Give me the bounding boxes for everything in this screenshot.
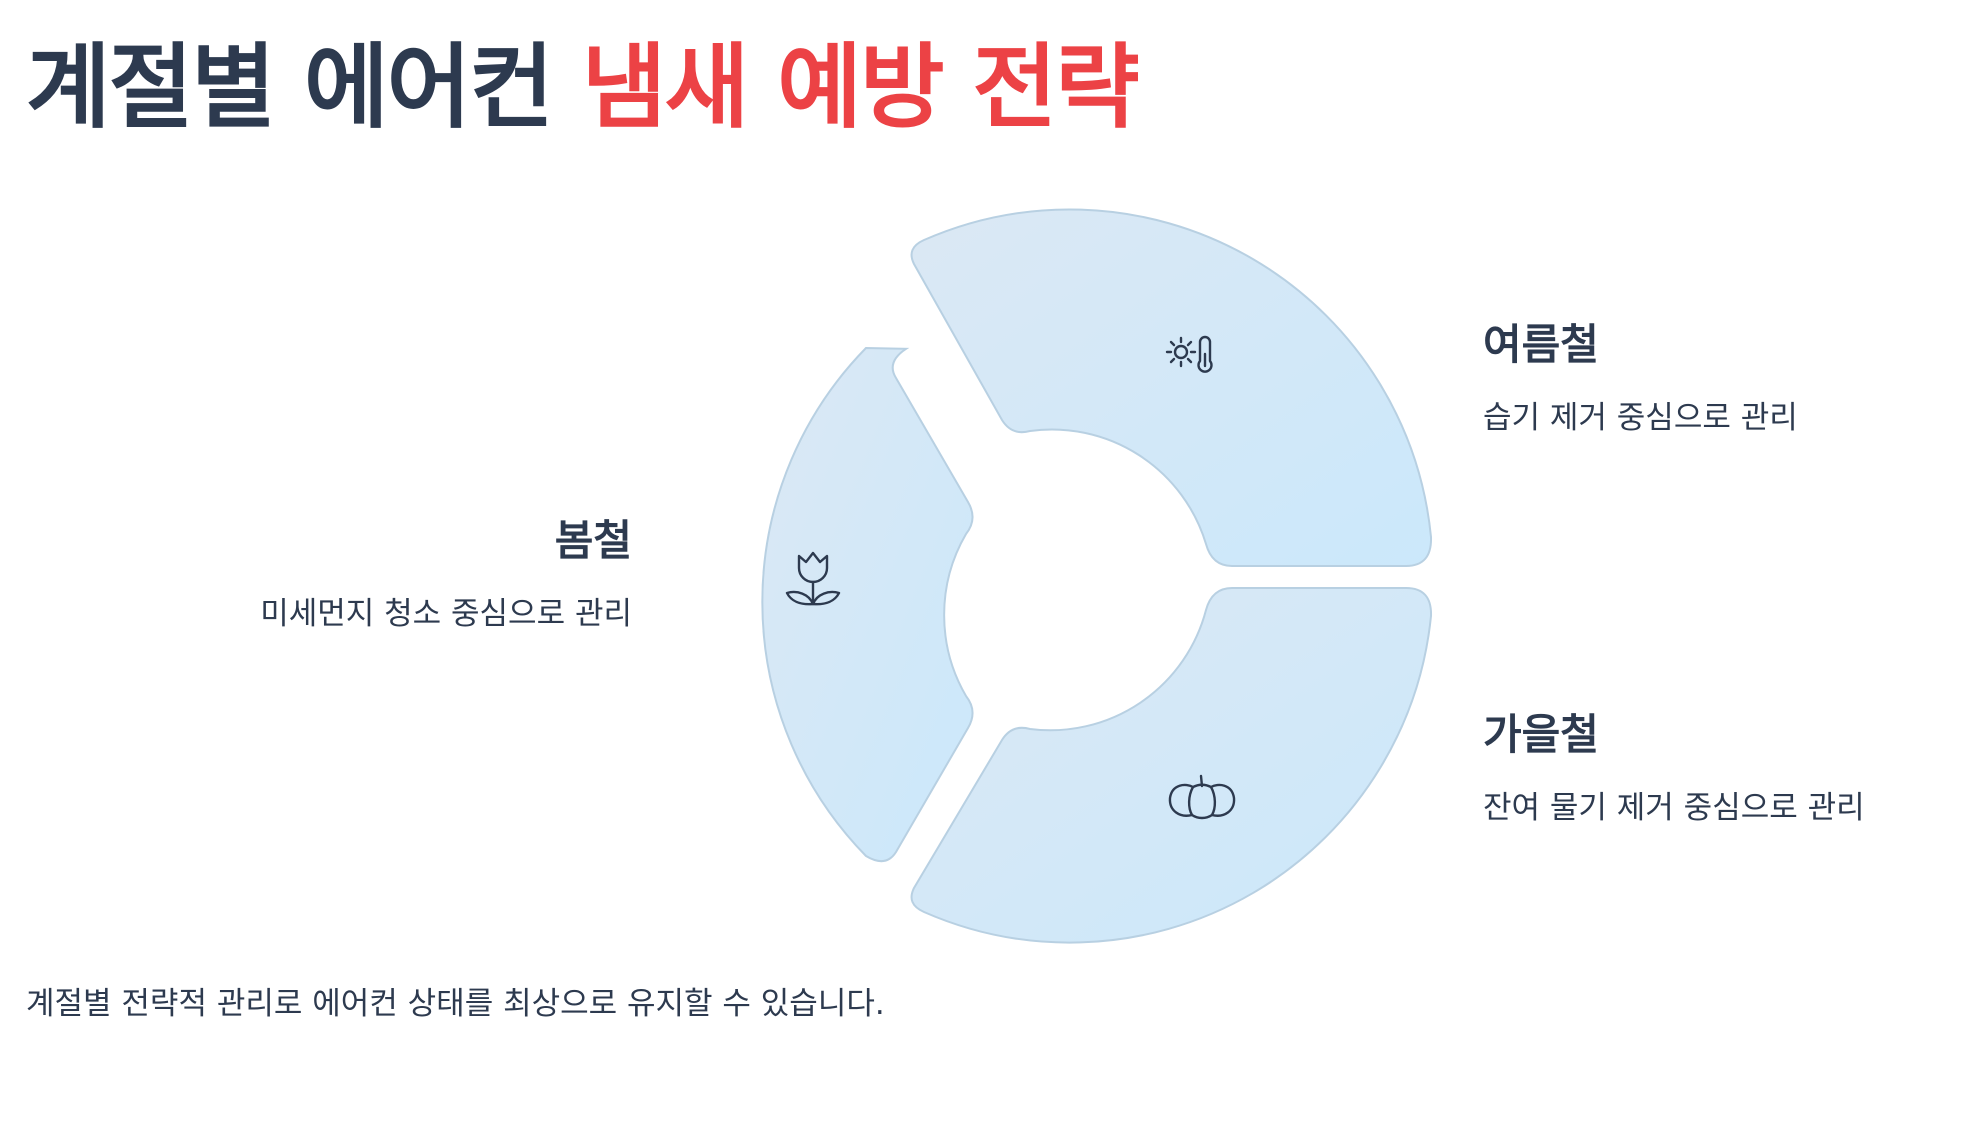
title-highlight: 냄새 예방 전략 bbox=[581, 34, 1140, 141]
season-desc-summer: 습기 제거 중심으로 관리 bbox=[1483, 400, 1798, 436]
pumpkin-icon bbox=[1168, 774, 1236, 820]
season-label-autumn: 가을철 bbox=[1483, 710, 1599, 759]
footer-note: 계절별 전략적 관리로 에어컨 상태를 최상으로 유지할 수 있습니다. bbox=[26, 986, 885, 1022]
season-label-summer: 여름철 bbox=[1483, 320, 1599, 369]
title-main: 계절별 에어컨 bbox=[26, 34, 554, 141]
segment-spring bbox=[761, 346, 974, 863]
season-desc-spring: 미세먼지 청소 중심으로 관리 bbox=[260, 596, 632, 632]
segment-summer bbox=[910, 208, 1433, 567]
tulip-icon bbox=[785, 551, 841, 606]
sun-thermometer-icon bbox=[1165, 335, 1213, 373]
season-desc-autumn: 잔여 물기 제거 중심으로 관리 bbox=[1483, 790, 1865, 826]
segment-autumn bbox=[910, 587, 1433, 944]
season-label-spring: 봄철 bbox=[554, 516, 632, 565]
page-title: 계절별 에어컨 냄새 예방 전략 bbox=[26, 28, 1140, 148]
